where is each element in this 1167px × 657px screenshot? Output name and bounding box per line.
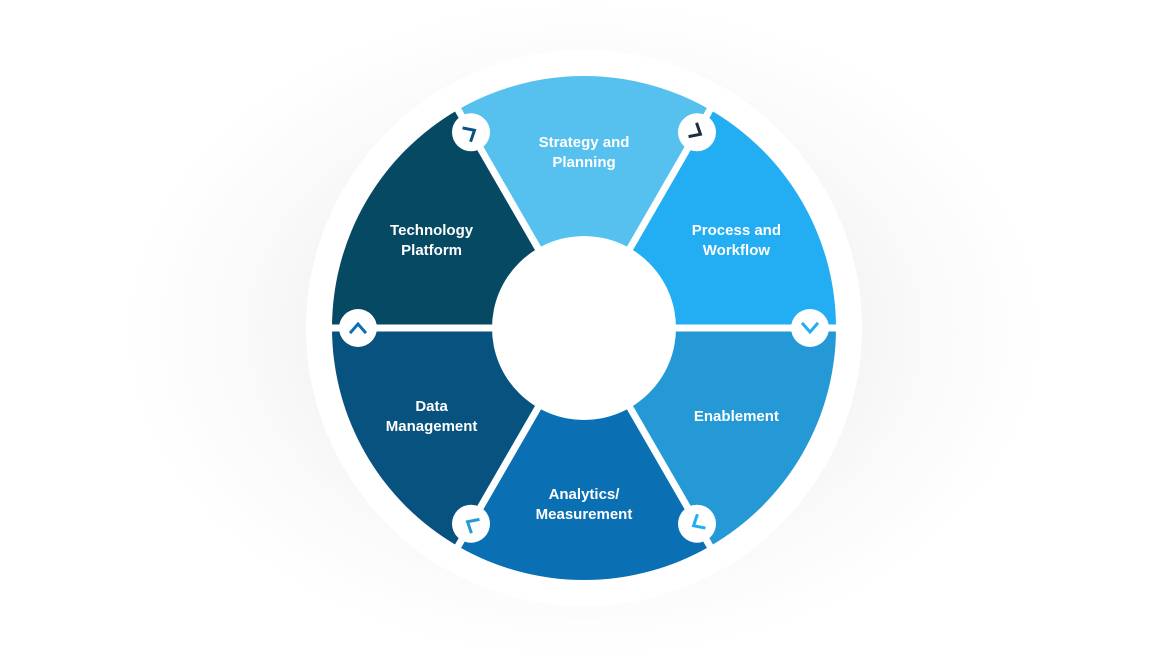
connector-chevron <box>691 513 706 530</box>
segment-label-line: Process and <box>692 222 781 239</box>
connector-chevron <box>688 122 703 139</box>
segment-label-line: Measurement <box>536 506 633 523</box>
segment-label-line: Technology <box>390 222 474 239</box>
connector-chevron <box>462 126 477 143</box>
connector-circle <box>452 504 490 543</box>
segment-label-line: Management <box>386 418 478 435</box>
connector-chevron <box>800 321 820 335</box>
connector-circle <box>791 309 829 347</box>
segment-label-line: Planning <box>552 154 615 171</box>
connector-circle <box>678 504 716 543</box>
segment-label-line: Analytics/ <box>549 486 621 503</box>
segment-label-enablement: Enablement <box>694 408 779 425</box>
segment-strategy <box>458 76 710 328</box>
segment-label-line: Platform <box>401 242 462 259</box>
segment-analytics <box>458 328 710 580</box>
connector-circle <box>452 113 490 152</box>
chevron-down-icon <box>791 309 829 347</box>
connector-chevron <box>348 321 368 335</box>
segment-label-line: Strategy and <box>539 134 630 151</box>
chevron-left-icon <box>452 504 490 543</box>
segment-label-line: Workflow <box>703 242 771 259</box>
wheel-center-hub <box>492 236 676 420</box>
connector-circle <box>339 309 377 347</box>
connector-circle <box>678 113 716 152</box>
segment-label-line: Enablement <box>694 408 779 425</box>
connector-chevron <box>465 517 480 534</box>
chevron-up-icon <box>339 309 377 347</box>
chevron-down-icon <box>678 504 716 543</box>
connectors-layer <box>339 113 829 543</box>
chevron-up-icon <box>452 113 490 152</box>
segment-label-analytics: Analytics/Measurement <box>536 486 633 523</box>
chevron-right-icon <box>678 113 716 152</box>
segment-label-line: Data <box>415 398 448 415</box>
